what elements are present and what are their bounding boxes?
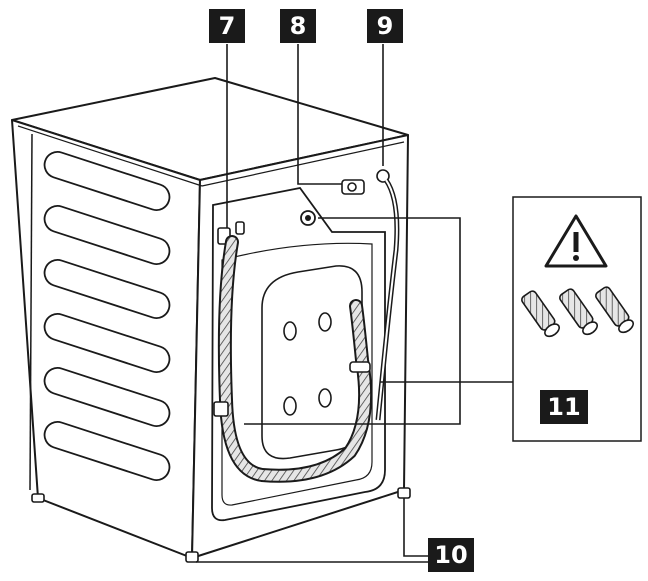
bolt-hole [283, 396, 297, 416]
inlet-valve-knob [347, 182, 357, 192]
top-panel-rim [17, 125, 203, 187]
vent-slot [43, 259, 171, 319]
callout-leader-10 [403, 498, 428, 557]
callout-badge-7: 7 [209, 9, 245, 43]
side-vent-slots [43, 151, 171, 481]
bolt-hole [283, 321, 297, 341]
callout-badge-11: 11 [540, 390, 588, 424]
side-panel-inner-edge [29, 133, 33, 491]
callout-leader-11-top [244, 217, 461, 425]
wall-plug [595, 286, 634, 334]
wall-plug [521, 290, 560, 338]
wall-plug [559, 288, 598, 336]
vent-slot [43, 205, 171, 265]
water-inlet-valve [341, 179, 365, 195]
foot-rear-right [397, 487, 411, 499]
back-panel-rim [201, 141, 405, 187]
callout-badge-8: 8 [280, 9, 316, 43]
vent-slot [43, 367, 171, 427]
callout-leader-8 [297, 44, 342, 185]
callout-badge-10: 10 [428, 538, 474, 572]
vent-slot [43, 151, 171, 211]
center-transit-bolt-core [305, 215, 311, 221]
rear-panel-inner-outline [221, 242, 373, 506]
transit-bolt-holes [283, 312, 332, 416]
callout-leader-lines [196, 44, 513, 563]
foot-side [31, 493, 45, 503]
callout-badge-9: 9 [367, 9, 403, 43]
hose-holder [213, 401, 229, 417]
hose-clamp [349, 361, 371, 373]
adjustable-feet [31, 487, 411, 563]
wall-plug-icon [521, 286, 634, 338]
drain-connector-ring [376, 169, 390, 183]
cable-plug [235, 221, 245, 235]
vent-slot [43, 421, 171, 481]
rear-recessed-panel [211, 187, 386, 522]
foot-rear-left [185, 551, 199, 563]
right-drain-hose-core [377, 179, 398, 421]
warning-triangle-icon [544, 214, 608, 268]
machine-side-panel [11, 119, 201, 559]
drain-hose-connector [376, 44, 390, 183]
left-corrugated-hose-fill [219, 237, 371, 481]
bolt-hole [318, 388, 332, 408]
vent-slot [43, 313, 171, 373]
bolt-hole [318, 312, 332, 332]
